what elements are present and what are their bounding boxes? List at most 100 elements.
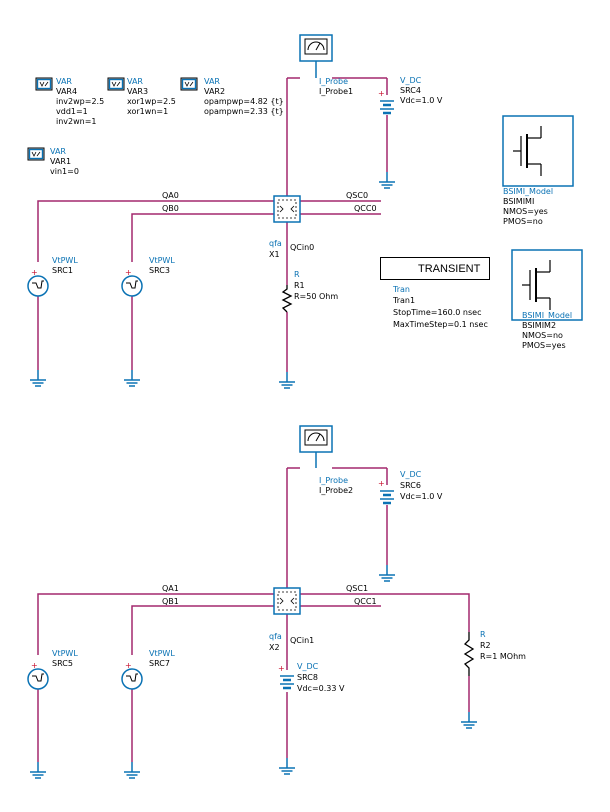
- var3-line: xor1wp=2.5: [127, 97, 176, 106]
- bottom-wires: [37, 467, 470, 762]
- var2-name: VAR2: [204, 87, 226, 96]
- var-block-icon[interactable]: [27, 147, 45, 161]
- var4-title: VAR: [56, 77, 72, 86]
- ground-icon: [123, 369, 141, 387]
- net-label-qcin0: QCin0: [290, 243, 315, 252]
- src4-value: Vdc=1.0 V: [400, 96, 443, 105]
- model1-line: NMOS=yes: [503, 207, 548, 216]
- transient-block[interactable]: [380, 257, 490, 280]
- x1-type: qfa: [269, 239, 282, 248]
- pmos-model-icon[interactable]: [511, 249, 583, 321]
- r1-name: R1: [294, 281, 305, 290]
- ground-icon: [278, 371, 296, 389]
- src8-name: SRC8: [297, 673, 318, 682]
- resistor-r1[interactable]: [281, 285, 293, 313]
- var-block-icon[interactable]: [35, 77, 53, 91]
- model2-name: BSIMIM2: [522, 321, 557, 330]
- src7-name: SRC7: [149, 659, 170, 668]
- ground-icon: [278, 757, 296, 775]
- src1-type: VtPWL: [52, 256, 78, 265]
- model1-name: BSIMIMI: [503, 197, 535, 206]
- probe1-type: I_Probe: [319, 77, 349, 86]
- net-label-qsc0: QSC0: [346, 191, 369, 200]
- var4-name: VAR4: [56, 87, 78, 96]
- src6-type: V_DC: [400, 470, 422, 479]
- ground-icon: [123, 761, 141, 779]
- nmos-model-icon[interactable]: [502, 115, 574, 187]
- probe2-type: I_Probe: [319, 476, 349, 485]
- var1-name: VAR1: [50, 157, 72, 166]
- tran-line: StopTime=160.0 nsec: [393, 308, 482, 317]
- net-label-qcc0: QCC0: [354, 204, 377, 213]
- var2-line: opampwp=4.82 {t}: [204, 97, 284, 106]
- vdc-source-src8[interactable]: [276, 662, 296, 690]
- x2-name: X2: [269, 643, 280, 652]
- probe2-name: I_Probe2: [319, 486, 354, 495]
- resistor-r2[interactable]: [463, 632, 475, 676]
- src8-type: V_DC: [297, 662, 319, 671]
- var3-name: VAR3: [127, 87, 149, 96]
- src4-type: V_DC: [400, 76, 422, 85]
- model1-line: PMOS=no: [503, 217, 543, 226]
- src6-value: Vdc=1.0 V: [400, 492, 443, 501]
- src5-type: VtPWL: [52, 649, 78, 658]
- vdc-source-src6[interactable]: [376, 477, 396, 505]
- src7-type: VtPWL: [149, 649, 175, 658]
- r2-value: R=1 MOhm: [480, 652, 526, 661]
- tran-line: MaxTimeStep=0.1 nsec: [393, 320, 488, 329]
- src5-name: SRC5: [52, 659, 73, 668]
- net-label-qb1: QB1: [162, 597, 179, 606]
- pwl-source-src3[interactable]: [121, 267, 143, 297]
- ground-icon: [378, 171, 396, 189]
- ground-icon: [378, 564, 396, 582]
- model2-line: NMOS=no: [522, 331, 563, 340]
- pwl-source-src5[interactable]: [27, 660, 49, 690]
- src3-name: SRC3: [149, 266, 170, 275]
- var4-line: vdd1=1: [56, 107, 88, 116]
- r1-type: R: [294, 270, 300, 279]
- model2-title: BSIMI_Model: [522, 311, 573, 320]
- current-probe-2[interactable]: [299, 425, 333, 453]
- src3-type: VtPWL: [149, 256, 175, 265]
- ground-icon: [29, 761, 47, 779]
- r2-name: R2: [480, 641, 491, 650]
- current-probe-1[interactable]: [299, 34, 333, 62]
- net-label-qa0: QA0: [162, 191, 179, 200]
- qfa-block-x1[interactable]: [273, 195, 301, 223]
- net-label-qcin1: QCin1: [290, 636, 315, 645]
- var3-title: VAR: [127, 77, 143, 86]
- var1-line: vin1=0: [50, 167, 79, 176]
- src1-name: SRC1: [52, 266, 73, 275]
- src8-value: Vdc=0.33 V: [297, 684, 345, 693]
- var2-title: VAR: [204, 77, 220, 86]
- pwl-source-src7[interactable]: [121, 660, 143, 690]
- src4-name: SRC4: [400, 86, 421, 95]
- net-label-qb0: QB0: [162, 204, 179, 213]
- transient-label: TRANSIENT: [418, 263, 481, 275]
- tran-name: Tran1: [393, 296, 416, 305]
- var3-line: xor1wn=1: [127, 107, 169, 116]
- ground-icon: [29, 369, 47, 387]
- var2-line: opampwn=2.33 {t}: [204, 107, 284, 116]
- probe1-name: I_Probe1: [319, 87, 354, 96]
- ground-icon: [460, 711, 478, 729]
- vdc-source-src4[interactable]: [376, 87, 396, 115]
- tran-title: Tran: [393, 285, 410, 294]
- var4-line: inv2wn=1: [56, 117, 97, 126]
- src6-name: SRC6: [400, 481, 421, 490]
- r1-value: R=50 Ohm: [294, 292, 339, 301]
- model2-line: PMOS=yes: [522, 341, 566, 350]
- net-label-qsc1: QSC1: [346, 584, 369, 593]
- net-label-qcc1: QCC1: [354, 597, 377, 606]
- var-block-icon[interactable]: [180, 77, 198, 91]
- var4-line: inv2wp=2.5: [56, 97, 105, 106]
- x1-name: X1: [269, 250, 280, 259]
- var-block-icon[interactable]: [107, 77, 125, 91]
- net-label-qa1: QA1: [162, 584, 179, 593]
- qfa-block-x2[interactable]: [273, 587, 301, 615]
- r2-type: R: [480, 630, 486, 639]
- top-wires: [37, 77, 388, 372]
- pwl-source-src1[interactable]: [27, 267, 49, 297]
- var1-title: VAR: [50, 147, 66, 156]
- x2-type: qfa: [269, 632, 282, 641]
